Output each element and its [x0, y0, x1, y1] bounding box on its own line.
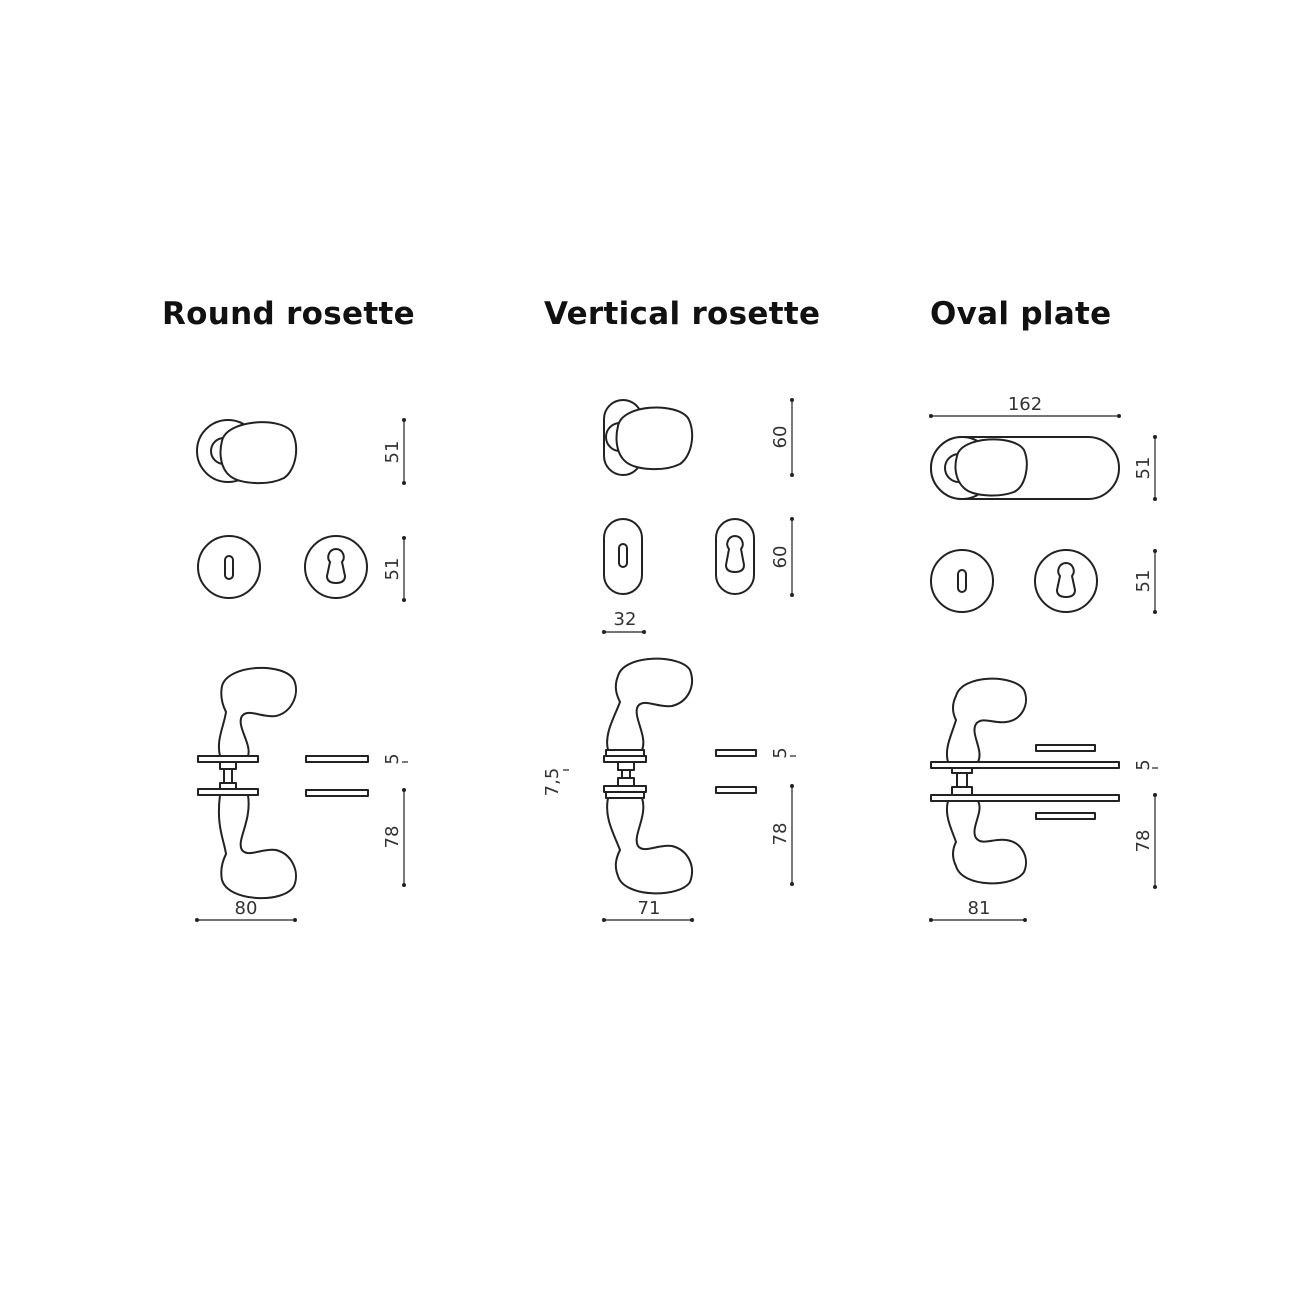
title-oval-plate: Oval plate — [930, 296, 1112, 332]
oval-side-view-assembly — [930, 677, 1120, 885]
oval-dimension-lines — [929, 414, 1158, 922]
dim-oval-plate-length: 162 — [1008, 394, 1042, 415]
dim-round-projection: 78 — [382, 826, 403, 849]
dim-round-knob-width: 80 — [235, 898, 258, 919]
dim-oval-knob-width: 81 — [968, 898, 991, 919]
dim-oval-escutcheon-height: 51 — [1133, 570, 1154, 593]
oval-plate-front-view — [930, 436, 1120, 500]
dim-vertical-escutcheon-height: 60 — [770, 546, 791, 569]
dim-vertical-projection: 78 — [770, 823, 791, 846]
vertical-dimension-lines — [563, 398, 796, 922]
dim-vertical-spindle-gap: 7,5 — [542, 768, 563, 797]
title-vertical-rosette: Vertical rosette — [544, 296, 821, 332]
vertical-keyhole-escutcheon — [603, 518, 643, 595]
dim-round-rosette-thickness: 5 — [382, 753, 403, 764]
dim-vertical-knob-width: 71 — [638, 898, 661, 919]
dim-round-escutcheon-height: 51 — [382, 558, 403, 581]
round-keyhole-escutcheon — [197, 535, 261, 599]
dim-oval-plate-thickness: 5 — [1133, 759, 1154, 770]
round-euro-cylinder-escutcheon — [304, 535, 368, 599]
dim-vertical-knob-height: 60 — [770, 426, 791, 449]
oval-plate-group: 162 51 51 5 78 81 — [929, 394, 1158, 922]
vertical-euro-cylinder-escutcheon — [715, 518, 755, 595]
dim-round-knob-height: 51 — [382, 441, 403, 464]
dim-oval-projection: 78 — [1133, 830, 1154, 853]
round-knob-front-view — [196, 419, 298, 484]
vertical-knob-front-view — [603, 399, 694, 476]
oval-keyhole-escutcheon — [930, 549, 994, 613]
round-dimension-lines — [195, 418, 408, 922]
dim-oval-plate-height: 51 — [1133, 457, 1154, 480]
round-side-view-assembly — [197, 667, 369, 899]
round-rosette-group: 51 51 5 78 80 — [195, 418, 408, 922]
vertical-side-view-assembly — [603, 657, 757, 895]
dim-vertical-escutcheon-width: 32 — [614, 609, 637, 630]
vertical-rosette-group: 60 60 32 5 7,5 78 71 — [542, 398, 796, 922]
oval-euro-cylinder-escutcheon — [1034, 549, 1098, 613]
dim-vertical-rosette-thickness: 5 — [770, 747, 791, 758]
title-round-rosette: Round rosette — [162, 296, 415, 332]
